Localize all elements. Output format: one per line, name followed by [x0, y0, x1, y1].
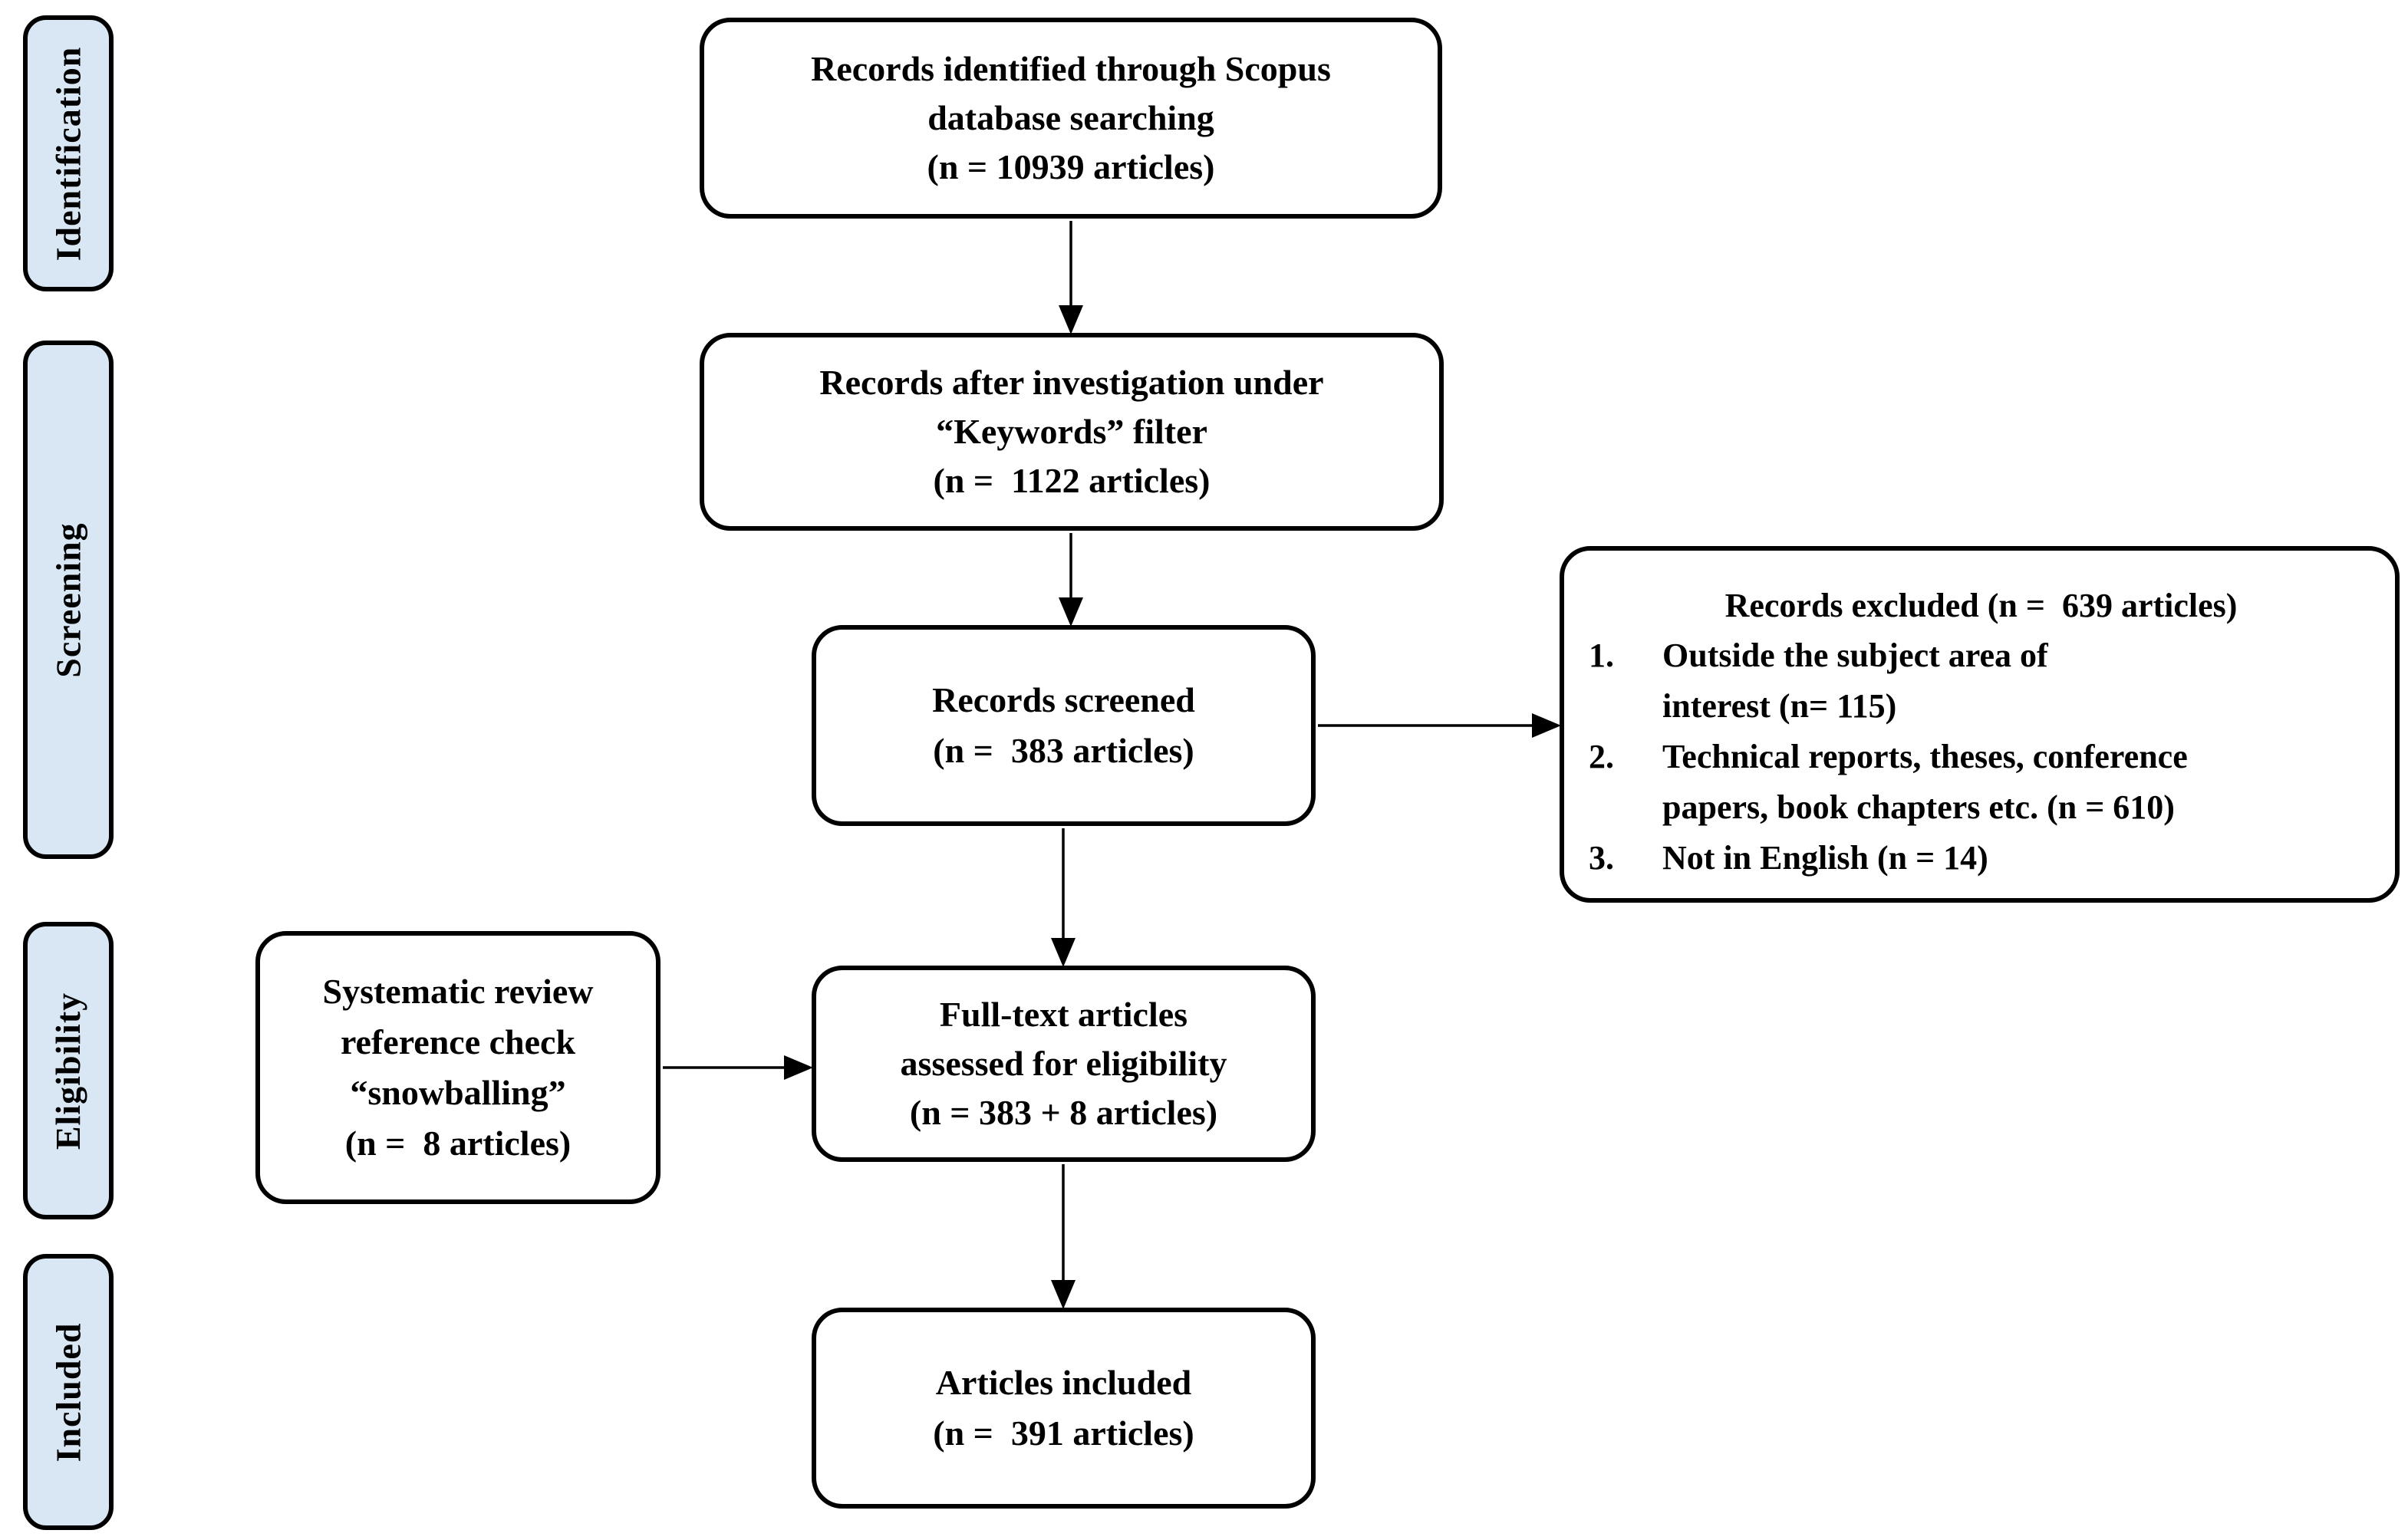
excluded-item-3-line1: Not in English (n = 14)	[1662, 839, 1988, 877]
excluded-item-1-number: 1.	[1589, 637, 1614, 674]
box-records-identified-count: (n = 10939 articles)	[927, 147, 1215, 186]
box-snowballing-line2: reference check	[340, 1022, 576, 1061]
arrow-fulltext-to-included	[1051, 1164, 1076, 1309]
box-fulltext-eligibility-line2: assessed for eligibility	[900, 1044, 1227, 1083]
arrow-keywords-to-screened	[1059, 533, 1083, 627]
box-records-excluded: Records excluded (n = 639 articles) 1. O…	[1560, 546, 2400, 903]
box-keywords-filter-count: (n = 1122 articles)	[933, 461, 1211, 500]
excluded-item-3: 3. Not in English (n = 14)	[1589, 833, 2373, 884]
arrow-snowballing-to-fulltext	[663, 1055, 813, 1080]
box-keywords-filter-line2: “Keywords” filter	[936, 412, 1207, 451]
box-snowballing-count: (n = 8 articles)	[344, 1124, 572, 1163]
box-snowballing-line3: “snowballing”	[350, 1073, 566, 1112]
box-records-screened: Records screened (n = 383 articles)	[812, 625, 1316, 826]
arrow-screened-to-excluded	[1318, 713, 1561, 738]
box-records-identified-line2: database searching	[927, 98, 1214, 137]
box-snowballing-line1: Systematic review	[322, 972, 594, 1011]
box-articles-included: Articles included (n = 391 articles)	[812, 1308, 1316, 1509]
box-records-screened-line1: Records screened	[932, 680, 1195, 719]
arrow-screened-to-fulltext	[1051, 828, 1076, 967]
phase-box-identification: Identification	[23, 15, 114, 291]
box-fulltext-eligibility-line1: Full-text articles	[939, 995, 1188, 1034]
box-snowballing: Systematic review reference check “snowb…	[255, 931, 660, 1204]
excluded-item-2-line2: papers, book chapters etc. (n = 610)	[1662, 788, 2175, 826]
excluded-item-1: 1. Outside the subject area of interest …	[1589, 630, 2373, 732]
phase-label-included: Included	[48, 1322, 88, 1462]
box-records-screened-count: (n = 383 articles)	[933, 731, 1194, 770]
box-records-excluded-title: Records excluded (n = 639 articles)	[1724, 587, 2238, 624]
box-records-identified: Records identified through Scopus databa…	[700, 18, 1442, 219]
box-keywords-filter: Records after investigation under “Keywo…	[700, 333, 1444, 531]
box-articles-included-line1: Articles included	[935, 1363, 1192, 1402]
arrow-identified-to-keywords	[1059, 221, 1083, 334]
excluded-item-2: 2. Technical reports, theses, conference…	[1589, 732, 2373, 833]
excluded-item-1-line2: interest (n= 115)	[1662, 687, 1897, 725]
phase-box-screening: Screening	[23, 341, 114, 859]
box-records-identified-line1: Records identified through Scopus	[811, 49, 1331, 88]
phase-label-identification: Identification	[48, 46, 88, 261]
phase-box-included: Included	[23, 1254, 114, 1530]
phase-box-eligibility: Eligibility	[23, 922, 114, 1219]
box-keywords-filter-line1: Records after investigation under	[819, 363, 1324, 402]
phase-label-eligibility: Eligibility	[48, 992, 88, 1150]
box-articles-included-count: (n = 391 articles)	[933, 1413, 1194, 1453]
excluded-item-2-number: 2.	[1589, 738, 1614, 775]
excluded-item-3-number: 3.	[1589, 839, 1614, 877]
excluded-item-1-line1: Outside the subject area of	[1662, 637, 2048, 674]
box-fulltext-eligibility: Full-text articles assessed for eligibil…	[812, 966, 1316, 1162]
box-fulltext-eligibility-count: (n = 383 + 8 articles)	[909, 1093, 1218, 1132]
phase-label-screening: Screening	[48, 522, 88, 678]
excluded-item-2-line1: Technical reports, theses, conference	[1662, 738, 2188, 775]
